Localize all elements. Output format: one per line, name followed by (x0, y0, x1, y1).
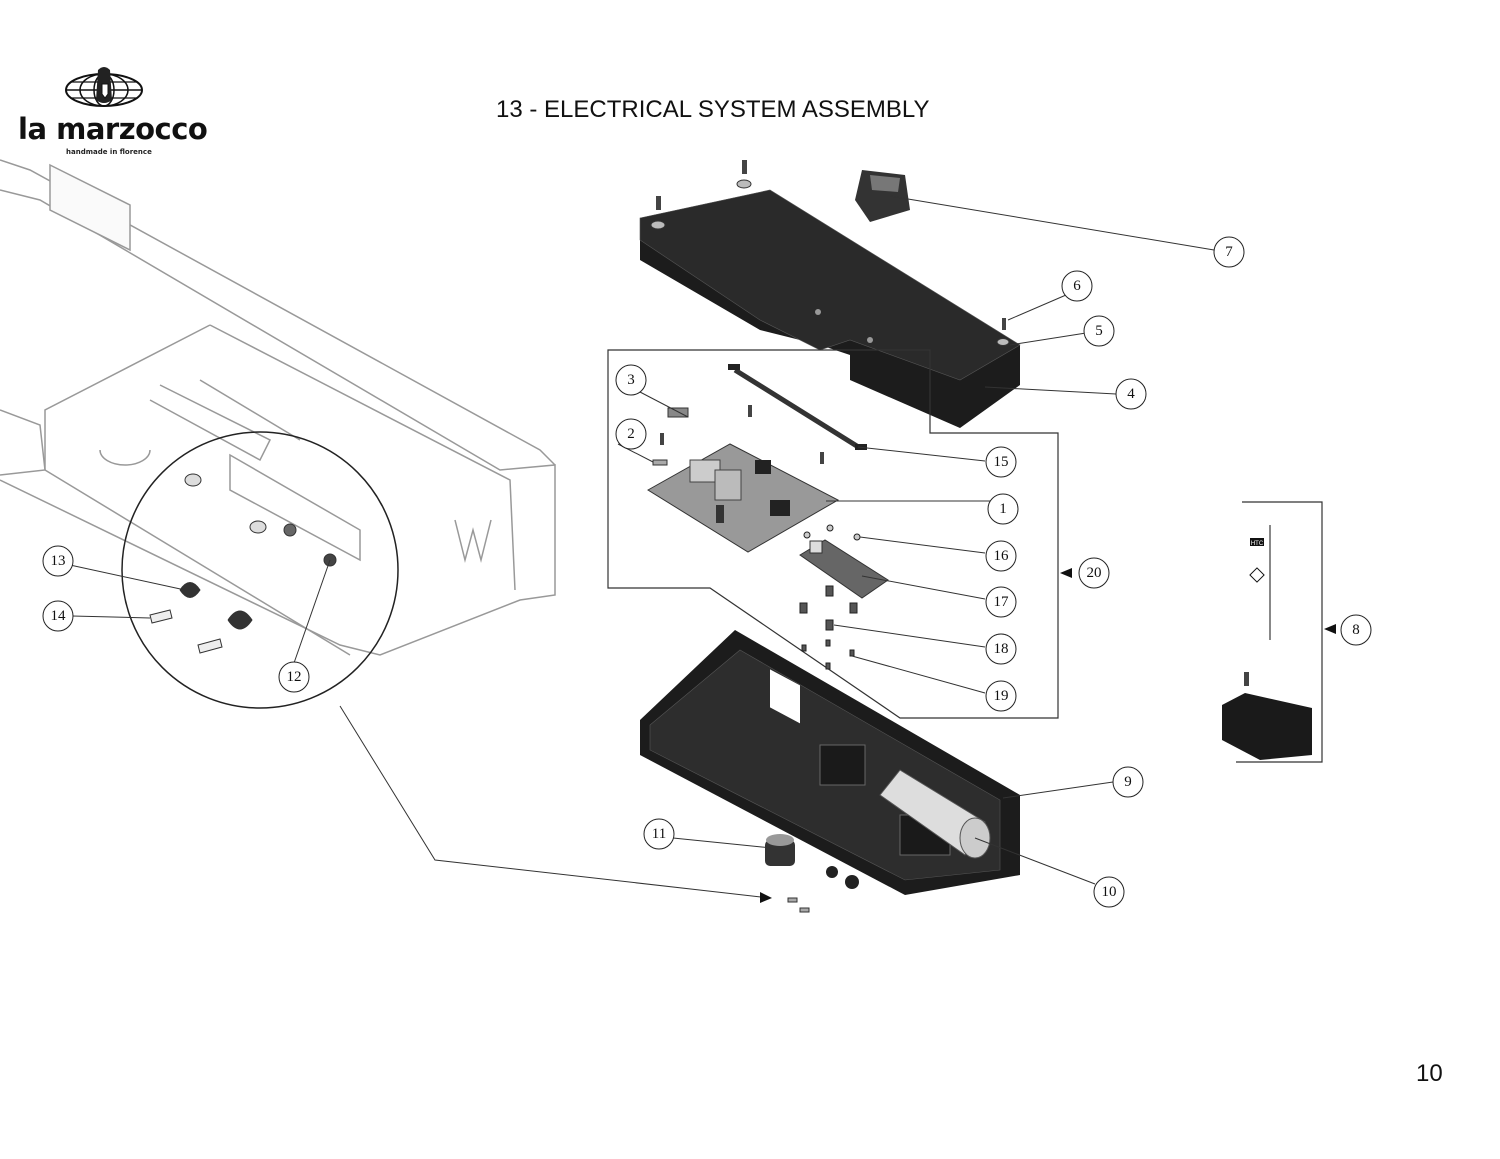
svg-text:8: 8 (1352, 622, 1360, 638)
relay-block (1222, 672, 1312, 760)
callout-14: 14 (42, 600, 74, 632)
page-number: 10 (1416, 1060, 1443, 1087)
svg-text:14: 14 (51, 608, 67, 624)
callout-6: 6 (1061, 270, 1093, 302)
svg-text:7: 7 (1225, 244, 1233, 260)
svg-text:20: 20 (1087, 565, 1102, 581)
callout-15: 15 (985, 446, 1017, 478)
detail-circle (121, 431, 399, 709)
svg-text:16: 16 (994, 548, 1010, 564)
svg-text:18: 18 (994, 641, 1009, 657)
callouts: 1 2 3 4 5 6 7 8 9 10 11 12 13 14 15 16 1… (42, 236, 1372, 908)
switch-part (855, 170, 910, 222)
svg-text:HTC: HTC (1251, 541, 1264, 547)
fuse-and-switch (652, 405, 824, 466)
callout-10: 10 (1093, 876, 1125, 908)
main-pcb (647, 443, 840, 553)
svg-text:12: 12 (287, 669, 302, 685)
callout-19: 19 (985, 680, 1017, 712)
callout-17: 17 (985, 586, 1017, 618)
callout-9: 9 (1112, 766, 1144, 798)
svg-text:13: 13 (51, 553, 66, 569)
leader-lines (69, 195, 1215, 899)
brand-tagline: handmade in florence (66, 148, 152, 156)
arrowheads (760, 568, 1336, 903)
display-pcb (799, 539, 889, 599)
top-cover (639, 189, 1021, 428)
callout-8: 8 (1340, 614, 1372, 646)
svg-text:19: 19 (994, 688, 1009, 704)
callout-2: 2 (615, 418, 647, 450)
callout-12: 12 (278, 661, 310, 693)
svg-text:11: 11 (652, 826, 666, 842)
callout-4: 4 (1115, 378, 1147, 410)
svg-text:17: 17 (994, 594, 1010, 610)
group-bracket-8 (1236, 501, 1323, 763)
callout-20: 20 (1078, 557, 1110, 589)
callout-18: 18 (985, 633, 1017, 665)
svg-text:9: 9 (1124, 774, 1132, 790)
callout-16: 16 (985, 540, 1017, 572)
callout-3: 3 (615, 364, 647, 396)
machine-body (0, 159, 556, 656)
svg-text:2: 2 (627, 426, 635, 442)
svg-text:10: 10 (1102, 884, 1117, 900)
callout-13: 13 (42, 545, 74, 577)
logo-globe-icon (65, 67, 143, 107)
top-screws (650, 160, 1010, 346)
callout-1: 1 (987, 493, 1019, 525)
svg-text:6: 6 (1073, 278, 1081, 294)
callout-11: 11 (643, 818, 675, 850)
svg-text:1: 1 (999, 501, 1007, 517)
page-title: 13 - ELECTRICAL SYSTEM ASSEMBLY (496, 96, 930, 123)
relay-label: HTC (1249, 525, 1271, 640)
brand-name: la marzocco (18, 112, 208, 146)
group-bracket-20 (607, 349, 1059, 719)
svg-text:15: 15 (994, 454, 1009, 470)
svg-text:4: 4 (1127, 386, 1135, 402)
svg-text:3: 3 (627, 372, 635, 388)
svg-text:5: 5 (1095, 323, 1103, 339)
detail-parts (149, 473, 337, 654)
connector-11 (765, 834, 859, 913)
callout-7: 7 (1213, 236, 1245, 268)
callout-5: 5 (1083, 315, 1115, 347)
